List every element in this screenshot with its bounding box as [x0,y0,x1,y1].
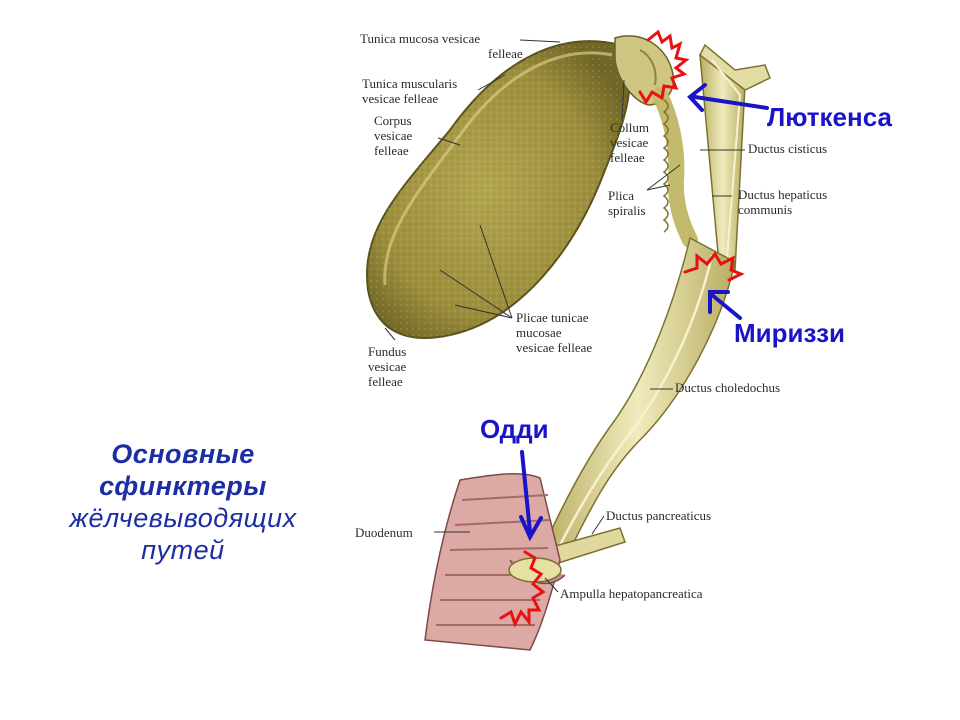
svg-text:vesicae: vesicae [368,359,406,374]
sphincter-mirizzi: Мириззи [734,318,845,348]
lutkens-arrow [687,83,769,112]
label-corpus: Corpus [374,113,412,128]
gallbladder [366,40,631,339]
anatomical-labels: Tunica mucosa vesicae felleae Tunica mus… [355,31,827,601]
label-tunica-mucosa: Tunica mucosa vesicae [360,31,480,46]
svg-text:mucosae: mucosae [516,325,562,340]
svg-text:felleae: felleae [610,150,645,165]
hepatic-duct [699,43,771,277]
label-ductus-cisticus: Ductus cisticus [748,141,827,156]
lutkens-mark [638,29,690,105]
label-collum: Collum [610,120,649,135]
sphincter-lutkens: Люткенса [767,102,892,132]
label-fundus: Fundus [368,344,406,359]
sphincter-oddi: Одди [480,414,549,444]
oddi-mark [499,550,546,628]
mirizzi-mark [683,251,745,282]
caption-line-4: путей [141,535,225,565]
svg-text:vesicae felleae: vesicae felleae [362,91,438,106]
svg-text:felleae: felleae [368,374,403,389]
label-choledochus: Ductus choledochus [675,380,780,395]
sphincter-marks [499,29,745,628]
svg-text:communis: communis [738,202,792,217]
svg-text:vesicae felleae: vesicae felleae [516,340,592,355]
label-ampulla: Ampulla hepatopancreatica [560,586,703,601]
svg-text:vesicae: vesicae [374,128,412,143]
caption-line-1: Основные [111,439,255,469]
caption-line-2: сфинктеры [99,471,267,501]
sphincter-names: Люткенса Мириззи Одди [480,102,892,444]
label-plicae: Plicae tunicae [516,310,589,325]
mirizzi-arrow [708,290,742,320]
oddi-arrow [519,450,543,542]
cystic-duct [652,87,698,248]
sphincter-arrows [519,83,769,542]
label-duodenum: Duodenum [355,525,413,540]
svg-text:felleae: felleae [374,143,409,158]
label-ductus-hepaticus: Ductus hepaticus [738,187,827,202]
svg-text:vesicae: vesicae [610,135,648,150]
caption-line-3: жёлчевыводящих [69,503,297,533]
leader-lines [384,39,745,593]
label-plica-spiralis: Plica [608,188,634,203]
svg-text:felleae: felleae [488,46,523,61]
label-pancreaticus: Ductus pancreaticus [606,508,711,523]
svg-text:spiralis: spiralis [608,203,646,218]
caption: Основные сфинктеры жёлчевыводящих путей [18,438,348,566]
label-tunica-muscularis: Tunica muscularis [362,76,457,91]
